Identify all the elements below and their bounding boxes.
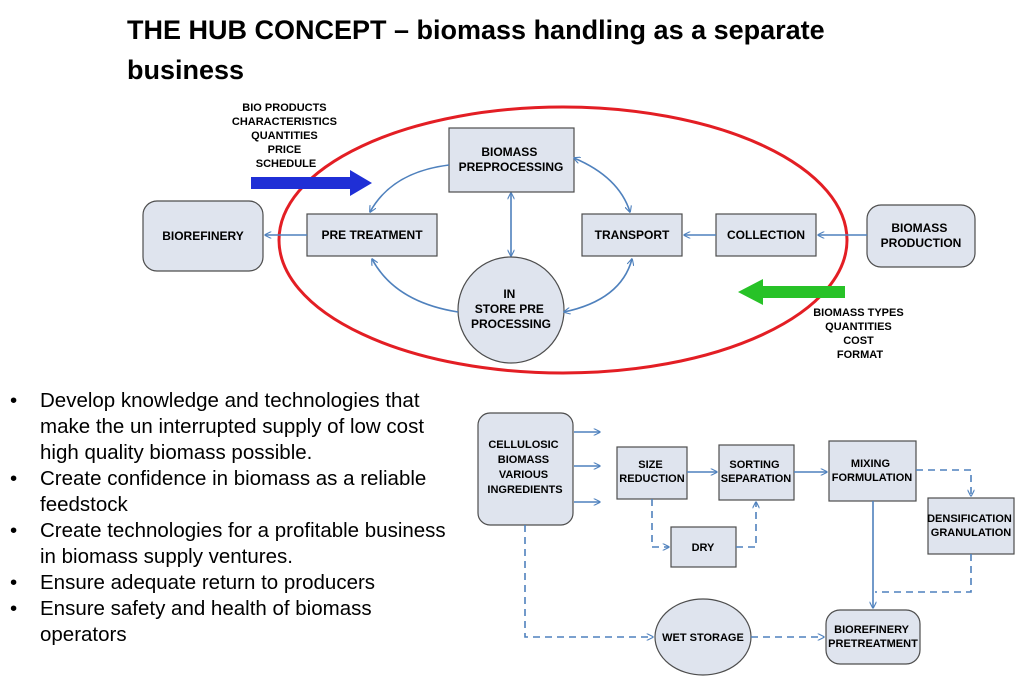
connector: [736, 502, 756, 548]
connector: [875, 554, 972, 593]
connector: [916, 469, 971, 496]
svg-text:BIOREFINERY: BIOREFINERY: [162, 229, 244, 243]
svg-text:BIOREFINERY PRETREATMENT: BIOREFINERY PRETREATMENT: [828, 624, 918, 650]
connector: [651, 499, 669, 547]
connector: [574, 158, 630, 212]
svg-text:DENSIFICATION GRANULATIO: DENSIFICATION GRANULATION: [927, 513, 1015, 539]
output-arrow: [738, 279, 845, 305]
list-item: Create technologies for a profitable bus…: [10, 518, 460, 570]
dry-node: DRY: [670, 526, 737, 568]
size-reduction-node: SIZE REDUCTION: [616, 446, 688, 500]
in-store-preprocessing-node: IN STORE PRE PROCESSING: [457, 256, 565, 364]
transport-node: TRANSPORT: [581, 213, 683, 257]
connector: [372, 259, 459, 313]
wet-storage-node: WET STORAGE: [654, 598, 752, 676]
objectives-list: Develop knowledge and technologies that …: [10, 388, 460, 648]
svg-text:IN STORE PRE PROCE: IN STORE PRE PROCESSING: [471, 287, 551, 331]
connector: [524, 525, 653, 637]
list-item: Ensure adequate return to producers: [10, 570, 460, 596]
sorting-separation-node: SORTING SEPARATION: [718, 444, 795, 501]
inputs-note: BIO PRODUCTS CHARACTERISTICS QUANTITIES …: [232, 102, 340, 170]
svg-text:TRANSPORT: TRANSPORT: [595, 228, 670, 242]
hub-connectors: [265, 158, 867, 312]
list-item: Create confidence in biomass as a reliab…: [10, 466, 460, 518]
process-connectors: [524, 432, 972, 637]
svg-text:WET STORAGE: WET STORAGE: [662, 632, 744, 644]
connector: [370, 164, 450, 212]
svg-text:CELLULOSIC BIOMASS: CELLULOSIC BIOMASS VARIOUS INGREDIENTS: [487, 439, 562, 496]
svg-text:BIOMASS PREPROCESSING: BIOMASS PREPROCESSING: [459, 145, 564, 174]
collection-node: COLLECTION: [715, 213, 817, 257]
cellulosic-biomass-node: CELLULOSIC BIOMASS VARIOUS INGREDIENTS: [477, 412, 574, 526]
biorefinery-pretreatment-node: BIOREFINERY PRETREATMENT: [825, 609, 921, 665]
svg-text:PRE TREATMENT: PRE TREATMENT: [321, 228, 423, 242]
svg-text:DRY: DRY: [692, 542, 715, 554]
svg-text:SORTING SEPARATION: SORTING SEPARATION: [721, 459, 792, 485]
svg-text:COLLECTION: COLLECTION: [727, 228, 805, 242]
input-arrow: [251, 170, 372, 196]
pre-treatment-node: PRE TREATMENT: [306, 213, 438, 257]
connector: [564, 259, 632, 312]
list-item: Develop knowledge and technologies that …: [10, 388, 460, 466]
svg-text:SIZE REDUCTION: SIZE REDUCTION: [619, 459, 684, 485]
hub-ellipse: [277, 105, 849, 375]
mixing-formulation-node: MIXING FORMULATION: [828, 440, 917, 502]
page-title: THE HUB CONCEPT – biomass handling as a …: [127, 15, 825, 85]
biorefinery-node: BIOREFINERY: [142, 200, 264, 272]
svg-text:MIXING FORMULATION: MIXING FORMULATION: [832, 458, 913, 484]
biomass-preprocessing-node: BIOMASS PREPROCESSING: [448, 127, 575, 193]
densification-granulation-node: DENSIFICATION GRANULATION: [927, 497, 1015, 555]
svg-text:BIOMASS PRODUCTION: BIOMASS PRODUCTION: [881, 221, 962, 250]
list-item: Ensure safety and health of biomass oper…: [10, 596, 460, 648]
outputs-note: BIOMASS TYPES QUANTITIES COST FORMAT: [813, 307, 907, 361]
biomass-production-node: BIOMASS PRODUCTION: [866, 204, 976, 268]
